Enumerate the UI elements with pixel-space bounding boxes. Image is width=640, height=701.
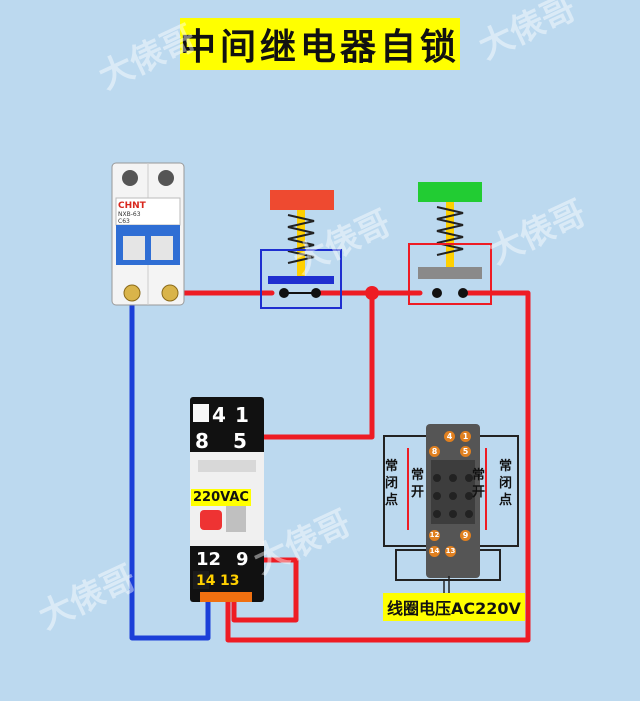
coil-voltage-label: 线圈电压AC220V [383, 593, 525, 621]
socket-no-label-left: 常开 [411, 468, 425, 500]
blue-wire [129, 293, 211, 641]
relay-terminal-1: 1 [235, 403, 249, 427]
socket-pin-13: 13 [445, 546, 456, 557]
red-wire-9-to-13 [231, 557, 299, 623]
relay-terminal-9: 9 [236, 549, 249, 570]
socket-nc-label-left: 常闭点 [385, 459, 399, 508]
breaker-brand: CHNT [118, 201, 146, 211]
relay-terminal-5: 5 [233, 429, 247, 453]
relay-terminal-8: 8 [195, 429, 209, 453]
red-wire-start-to-coil [225, 290, 531, 643]
circuit-breaker [111, 162, 185, 306]
relay-terminal-14: 14 [196, 573, 216, 589]
stop-button-assembly [260, 190, 342, 309]
socket-pin-8: 8 [429, 446, 440, 457]
red-wire-junction-to-5 [253, 290, 375, 440]
socket-pin-1: 1 [460, 431, 471, 442]
relay-socket-base [383, 424, 519, 594]
socket-nc-label-right: 常闭点 [499, 459, 513, 508]
socket-pin-12: 12 [429, 530, 440, 541]
socket-pin-9: 9 [460, 530, 471, 541]
page-title: 中间继电器自锁 [180, 18, 460, 70]
start-button-assembly [408, 182, 492, 305]
relay-terminal-4: 4 [212, 403, 226, 427]
wire-junction [365, 286, 379, 300]
socket-no-label-right: 常开 [472, 468, 486, 500]
breaker-rating: C63 [118, 218, 130, 225]
socket-pin-5: 5 [460, 446, 471, 457]
breaker-model: NXB-63 [118, 211, 141, 218]
relay-voltage-label: 220VAC [191, 489, 251, 506]
socket-pin-4: 4 [444, 431, 455, 442]
relay-terminal-13: 13 [220, 573, 240, 589]
relay-terminal-12: 12 [196, 549, 222, 570]
socket-pin-14: 14 [429, 546, 440, 557]
